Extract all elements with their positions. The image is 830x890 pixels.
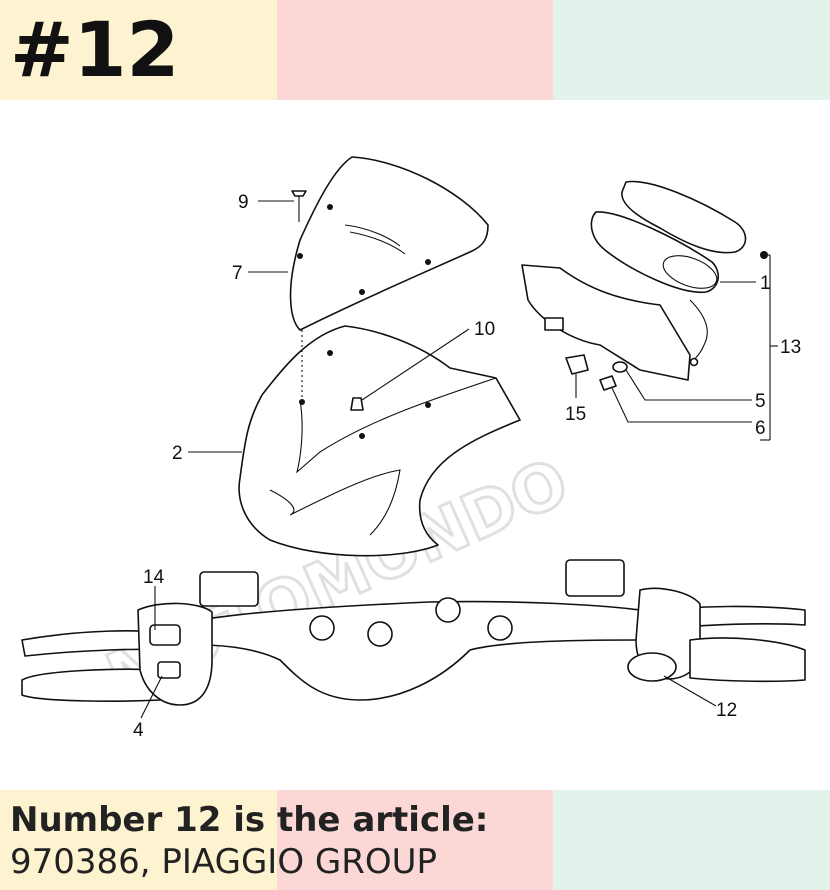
callout-9: 9 xyxy=(238,192,249,213)
clip-part xyxy=(350,397,364,411)
screw-hole xyxy=(327,204,333,210)
mount-hole xyxy=(327,350,333,356)
callout-13: 13 xyxy=(780,337,801,358)
callout-14: 14 xyxy=(143,567,165,588)
callout-4: 4 xyxy=(133,720,144,741)
start-button-part xyxy=(627,652,677,682)
bar-bolt xyxy=(487,615,513,641)
instrument-gauge xyxy=(662,255,718,289)
callout-15: 15 xyxy=(565,404,586,425)
footer-band-mint xyxy=(553,790,830,890)
handlebar-part xyxy=(199,600,641,701)
mount-hole xyxy=(359,433,365,439)
switch-toggle xyxy=(157,661,181,679)
callout-2: 2 xyxy=(172,443,183,464)
switch-button xyxy=(149,624,181,646)
header-band-pink xyxy=(277,0,553,100)
callout-6: 6 xyxy=(755,418,766,439)
screw-part xyxy=(291,190,307,197)
bracket-grommet xyxy=(544,317,564,331)
windscreen-detail-2 xyxy=(349,231,406,255)
front-fairing-part xyxy=(238,325,521,557)
fairing-lower-cut xyxy=(269,469,401,536)
leader-6 xyxy=(611,387,752,423)
article-caption-heading: Number 12 is the article: xyxy=(10,800,489,840)
instrument-dial-part xyxy=(590,211,719,293)
left-master-cylinder xyxy=(199,571,259,607)
bar-bolt xyxy=(309,615,335,641)
leader-10 xyxy=(361,328,470,401)
leader-12 xyxy=(663,675,717,707)
callout-5: 5 xyxy=(755,391,766,412)
spacer-part xyxy=(565,354,589,375)
left-switch-housing xyxy=(137,602,213,706)
instrument-cover-part xyxy=(621,180,747,254)
instrument-cable xyxy=(689,299,708,361)
screw-hole xyxy=(359,289,365,295)
nut-part xyxy=(599,375,617,391)
callout-10: 10 xyxy=(474,319,495,340)
screw-hole xyxy=(297,253,303,259)
mount-hole xyxy=(299,399,305,405)
mount-hole xyxy=(425,402,431,408)
windscreen-detail xyxy=(344,224,401,247)
left-grip-part xyxy=(21,668,161,702)
callout-7: 7 xyxy=(232,263,243,284)
windscreen-part xyxy=(289,156,489,331)
leader-5 xyxy=(625,369,752,401)
header-band-mint xyxy=(553,0,830,100)
footer-band-pink xyxy=(277,790,553,890)
footer-band-yellow xyxy=(0,790,277,890)
bar-bolt xyxy=(367,621,393,647)
washer-part xyxy=(612,361,628,373)
cable-connector xyxy=(689,357,699,367)
article-caption-detail: 970386, PIAGGIO GROUP xyxy=(10,842,438,882)
leader-4 xyxy=(140,675,163,719)
header-band-yellow xyxy=(0,0,277,100)
screw-hole xyxy=(425,259,431,265)
page-title: #12 xyxy=(10,5,180,94)
right-grip-part xyxy=(689,637,806,683)
bracket-dot xyxy=(760,251,768,259)
fairing-inner-edge xyxy=(296,377,497,474)
right-master-cylinder xyxy=(565,559,625,597)
callout-1: 1 xyxy=(760,273,771,294)
bar-bolt xyxy=(435,597,461,623)
callout-12: 12 xyxy=(716,700,737,721)
